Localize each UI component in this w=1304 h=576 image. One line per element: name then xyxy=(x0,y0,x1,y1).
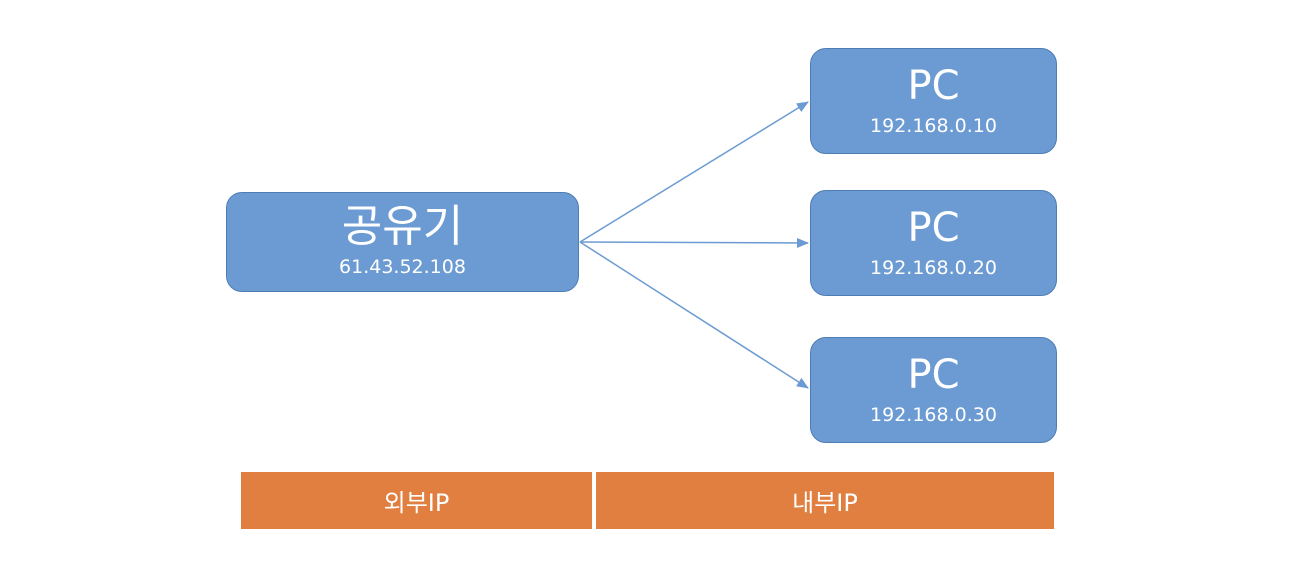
external-ip-label: 외부IP xyxy=(383,489,450,517)
connector-arrow-pc-3 xyxy=(579,241,809,389)
connector-arrow-pc-2 xyxy=(579,237,809,248)
internal-ip-label: 내부IP xyxy=(792,489,858,517)
internal-ip-band: 내부IP xyxy=(596,472,1054,529)
pc-ip: 192.168.0.20 xyxy=(870,257,997,279)
pc-ip: 192.168.0.10 xyxy=(870,115,997,137)
router-label: 공유기 xyxy=(341,201,464,252)
pc-label: PC xyxy=(907,352,960,398)
connector-arrow-pc-1 xyxy=(579,101,809,243)
router-ip: 61.43.52.108 xyxy=(339,256,466,278)
pc-node-3: PC 192.168.0.30 xyxy=(810,337,1057,443)
external-ip-band: 외부IP xyxy=(241,472,592,529)
pc-node-2: PC 192.168.0.20 xyxy=(810,190,1057,296)
pc-ip: 192.168.0.30 xyxy=(870,404,997,426)
pc-label: PC xyxy=(907,63,960,109)
pc-node-1: PC 192.168.0.10 xyxy=(810,48,1057,154)
pc-label: PC xyxy=(907,205,960,251)
router-node: 공유기 61.43.52.108 xyxy=(226,192,579,292)
